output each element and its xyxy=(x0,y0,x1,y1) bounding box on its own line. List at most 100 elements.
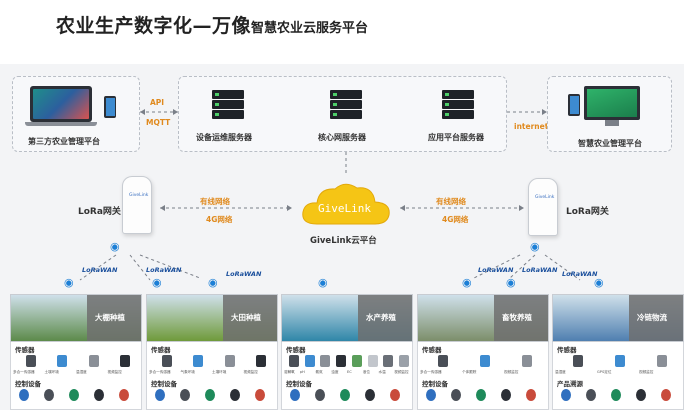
wifi-icon: ◉ xyxy=(208,276,218,289)
control-device-icon xyxy=(205,389,215,401)
sensor-device-icon xyxy=(399,355,410,367)
control-title: 控制设备 xyxy=(15,380,41,388)
server-icon xyxy=(442,90,474,120)
sensor-label: 液位 xyxy=(362,370,370,374)
sensor-label: 水温 xyxy=(378,370,386,374)
title-sub: 智慧农业云服务平台 xyxy=(251,21,369,36)
laptop-icon xyxy=(30,86,92,122)
sensor-device-icon xyxy=(320,355,331,367)
sensor-label: 视频监控 xyxy=(243,370,258,374)
monitor-stand xyxy=(605,120,619,126)
control-device-icon xyxy=(94,389,104,401)
sensor-label: 溶解氧 xyxy=(284,370,295,374)
control-device-icon xyxy=(255,389,265,401)
lora-gateway-icon: GiveLink xyxy=(528,178,558,236)
sensor-device-icon xyxy=(480,355,490,367)
sensor-device-icon xyxy=(383,355,394,367)
wifi-icon: ◉ xyxy=(318,276,328,289)
sensor-device-icon xyxy=(88,355,99,367)
scene-name: 水产养殖 xyxy=(366,313,396,322)
sensor-label: 多合一传感器 xyxy=(13,370,35,374)
scene-card-3: 畜牧养殖 xyxy=(417,294,549,342)
control-device-icon xyxy=(230,389,240,401)
control-device-icon xyxy=(611,389,621,401)
sensor-label: 多合一传感器 xyxy=(149,370,171,374)
api-label: API xyxy=(150,98,165,107)
server-label-core: 核心网服务器 xyxy=(318,133,366,142)
control-device-icon xyxy=(661,389,671,401)
sensor-label: pH xyxy=(299,370,305,374)
control-device-icon xyxy=(451,389,461,401)
sensor-device-icon xyxy=(522,355,532,367)
scene-panel-3: 传感器多合一传感器个体跟踪视频监控控制设备 xyxy=(417,342,549,410)
sensor-device-icon xyxy=(304,355,315,367)
scene-tag: 冷链物流 xyxy=(629,295,683,341)
sensor-label: 视频监控 xyxy=(639,370,654,374)
scene-name: 冷链物流 xyxy=(637,313,667,322)
scene-card-4: 冷链物流 xyxy=(552,294,684,342)
sensor-label: 视频监控 xyxy=(504,370,519,374)
sensor-device-icon xyxy=(288,355,299,367)
sensor-device-icon xyxy=(161,355,172,367)
wired-network-left: 有线网络 xyxy=(200,197,230,206)
control-title: 控制设备 xyxy=(422,380,448,388)
sensor-label: 土壤环境 xyxy=(212,370,227,374)
sensor-label: 多合一传感器 xyxy=(420,370,442,374)
server-icon xyxy=(330,90,362,120)
third-party-platform-label: 第三方农业管理平台 xyxy=(28,137,100,146)
sensor-device-icon xyxy=(256,355,267,367)
control-device-icon xyxy=(19,389,29,401)
server-icon xyxy=(212,90,244,120)
sensor-device-icon xyxy=(351,355,362,367)
sensor-title: 传感器 xyxy=(286,346,306,354)
control-device-icon xyxy=(636,389,646,401)
scene-card-0: 大棚种植 xyxy=(10,294,142,342)
title-main: 农业生产数字化—万像 xyxy=(56,15,252,37)
lorawan-tag: LoRaWAN xyxy=(146,266,182,274)
sensor-title: 传感器 xyxy=(15,346,35,354)
4g-network-left: 4G网络 xyxy=(206,215,233,224)
gateway-left-label: LoRa网关 xyxy=(78,207,121,217)
control-device-icon xyxy=(290,389,300,401)
sensor-device-icon xyxy=(25,355,36,367)
sensor-label: 气象环境 xyxy=(180,370,195,374)
control-device-icon xyxy=(526,389,536,401)
wifi-icon: ◉ xyxy=(152,276,162,289)
sensor-label: 温湿度 xyxy=(76,370,87,374)
scene-card-2: 水产养殖 xyxy=(281,294,413,342)
control-device-icon xyxy=(390,389,400,401)
sensor-device-icon xyxy=(336,355,347,367)
sensor-label: 视频监控 xyxy=(107,370,122,374)
server-label-app: 应用平台服务器 xyxy=(428,133,484,142)
sensor-title: 传感器 xyxy=(422,346,442,354)
sensor-device-icon xyxy=(120,355,131,367)
control-device-icon xyxy=(561,389,571,401)
lorawan-tag: LoRaWAN xyxy=(522,266,558,274)
wifi-icon: ◉ xyxy=(530,240,540,253)
scene-name: 大棚种植 xyxy=(95,313,125,322)
sensor-device-icon xyxy=(224,355,235,367)
control-device-icon xyxy=(69,389,79,401)
wifi-icon: ◉ xyxy=(64,276,74,289)
sensor-label: 氨氮 xyxy=(315,370,323,374)
sensor-title: 传感器 xyxy=(151,346,171,354)
sensor-device-icon xyxy=(657,355,667,367)
control-device-icon xyxy=(180,389,190,401)
cloud-platform-label: GiveLink云平台 xyxy=(310,236,377,246)
control-title: 控制设备 xyxy=(286,380,312,388)
sensor-device-icon xyxy=(438,355,448,367)
cloud-logo-text: GiveLink xyxy=(318,202,371,215)
lorawan-tag: LoRaWAN xyxy=(478,266,514,274)
control-device-icon xyxy=(340,389,350,401)
mqtt-label: MQTT xyxy=(146,118,171,127)
control-device-icon xyxy=(501,389,511,401)
sensor-label: 视频监控 xyxy=(394,370,409,374)
smart-platform-label: 智慧农业管理平台 xyxy=(578,139,642,148)
control-device-icon xyxy=(476,389,486,401)
scene-name: 大田种植 xyxy=(231,313,261,322)
lorawan-tag: LoRaWAN xyxy=(562,270,598,278)
sensor-label: 土壤环境 xyxy=(44,370,59,374)
wifi-icon: ◉ xyxy=(110,240,120,253)
